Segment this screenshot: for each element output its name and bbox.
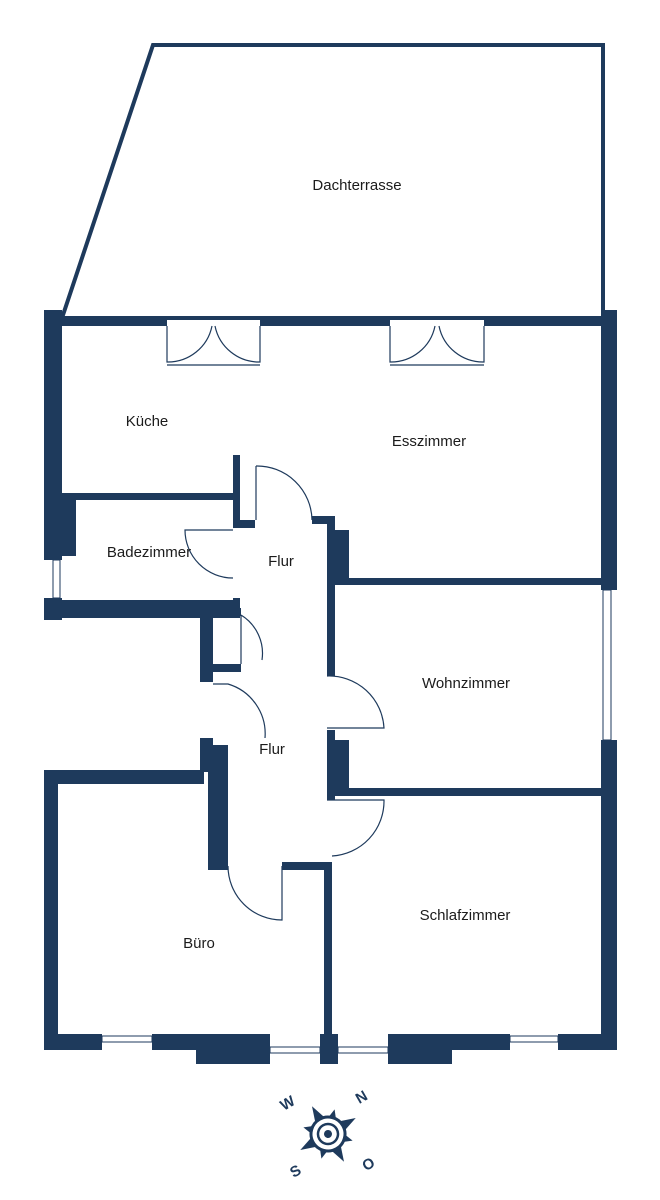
room-label-flur-lower: Flur — [259, 741, 285, 758]
compass-label-s: S — [287, 1162, 304, 1182]
interior-walls — [62, 455, 603, 1050]
windows — [52, 559, 612, 1054]
room-label-flur-upper: Flur — [268, 553, 294, 570]
doors — [166, 325, 485, 921]
compass-label-n: N — [353, 1087, 371, 1107]
room-label-dachterrasse: Dachterrasse — [312, 177, 401, 194]
room-label-schlafzimmer: Schlafzimmer — [420, 907, 511, 924]
compass-label-w: W — [277, 1092, 298, 1114]
room-label-wohnzimmer: Wohnzimmer — [422, 675, 510, 692]
room-label-esszimmer: Esszimmer — [392, 433, 466, 450]
compass-label-o: O — [359, 1154, 378, 1175]
outer-walls — [44, 310, 617, 1064]
compass-icon — [300, 1106, 356, 1162]
room-label-kueche: Küche — [126, 413, 169, 430]
room-label-buero: Büro — [183, 935, 215, 952]
room-label-badezimmer: Badezimmer — [107, 544, 191, 561]
